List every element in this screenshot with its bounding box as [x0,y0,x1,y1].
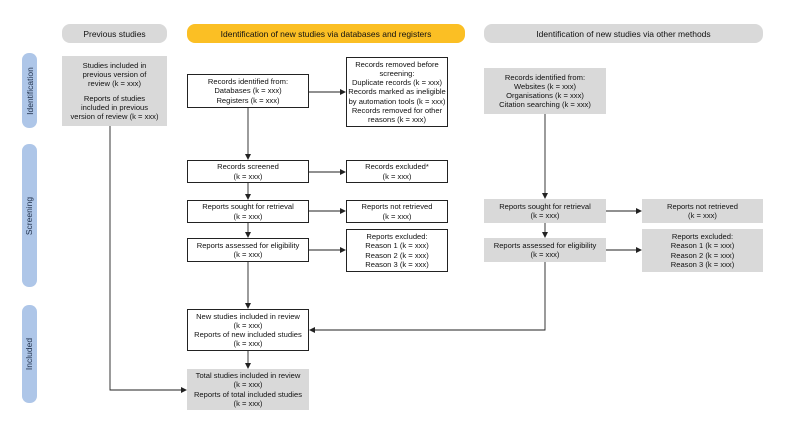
records-identified-box: Records identified from: Databases (k = … [187,74,309,108]
header-databases-registers: Identification of new studies via databa… [187,24,465,43]
text-line: (k = xxx) [530,250,560,259]
text-line: (k = xxx) [233,398,263,408]
text-line: Databases (k = xxx) [214,86,282,96]
text-line: Records removed before [355,59,439,69]
text-line: (k = xxx) [233,211,263,221]
text-line: included in previous [80,102,149,112]
phase-screening: Screening [22,144,37,287]
text-line: (k = xxx) [233,250,263,259]
text-line: Citation searching (k = xxx) [499,100,591,110]
text-line: screening: [379,68,415,78]
text-line: Records screened [217,162,279,172]
total-studies-included-box: Total studies included in review (k = xx… [187,369,309,410]
text-line: Records identified from: [504,72,586,82]
text-line: Reason 2 (k = xxx) [670,250,735,260]
other-reports-assessed-box: Reports assessed for eligibility (k = xx… [484,238,606,262]
text-line: Reports not retrieved [667,201,738,211]
other-reports-excluded-box: Reports excluded: Reason 1 (k = xxx) Rea… [642,229,763,272]
text-line: Reports assessed for eligibility [196,240,300,250]
other-reports-not-retrieved-box: Reports not retrieved (k = xxx) [642,199,763,223]
new-studies-included-box: New studies included in review (k = xxx)… [187,309,309,351]
reports-not-retrieved-box: Reports not retrieved (k = xxx) [346,200,448,223]
text-line: (k = xxx) [233,339,263,349]
other-records-identified-box: Records identified from: Websites (k = x… [484,68,606,114]
text-line: Records removed for other [351,105,443,115]
phase-identification: Identification [22,53,37,128]
header-other-label: Identification of new studies via other … [536,28,711,39]
text-line: Registers (k = xxx) [216,95,280,105]
text-line: by automation tools (k = xxx) [348,96,446,106]
text-line: Records excluded* [365,162,429,172]
records-removed-box: Records removed before screening: Duplic… [346,57,448,127]
text-line: Reason 1 (k = xxx) [365,241,429,251]
text-line: Studies included in [82,60,147,70]
text-line: (k = xxx) [382,211,412,221]
text-line: Reason 1 (k = xxx) [670,241,735,251]
reports-sought-box: Reports sought for retrieval (k = xxx) [187,200,309,223]
previous-studies-box: Studies included in previous version of … [62,56,167,126]
text-line: Reason 3 (k = xxx) [670,259,735,269]
text-line: review (k = xxx) [88,79,141,89]
text-line: Reports of new included studies [194,330,302,339]
text-line: (k = xxx) [233,320,263,330]
reports-assessed-box: Reports assessed for eligibility (k = xx… [187,238,309,262]
header-databases-label: Identification of new studies via databa… [220,28,432,39]
text-line: Reason 3 (k = xxx) [365,259,429,269]
text-line: Reports of studies [83,93,146,103]
other-reports-sought-box: Reports sought for retrieval (k = xxx) [484,199,606,223]
text-line: reasons (k = xxx) [367,115,427,125]
reports-excluded-box: Reports excluded: Reason 1 (k = xxx) Rea… [346,229,448,272]
text-line: Reports sought for retrieval [202,202,294,212]
text-line: version of review (k = xxx) [70,112,159,121]
text-line: Records identified from: [207,77,289,87]
records-screened-box: Records screened (k = xxx) [187,160,309,183]
text-line: Reports excluded: [366,232,428,241]
text-line: previous version of [82,70,147,79]
text-line: Reason 2 (k = xxx) [365,250,429,260]
text-line: Reports excluded: [671,232,734,241]
text-line: Records marked as ineligible [348,87,446,97]
arrow-other-assessed-to-new-included [309,262,546,333]
header-previous-label: Previous studies [83,28,146,39]
text-line: Reports assessed for eligibility [493,240,597,250]
arrow-previous-to-total [109,126,187,393]
text-line: New studies included in review [196,311,300,321]
text-line: (k = xxx) [233,171,263,181]
text-line: (k = xxx) [530,211,560,220]
text-line: Total studies included in review [195,371,301,380]
text-line: Duplicate records (k = xxx) [351,78,443,88]
text-line: Reports not retrieved [361,202,433,212]
phase-included: Included [22,305,37,403]
header-other-methods: Identification of new studies via other … [484,24,763,43]
text-line: (k = xxx) [233,380,263,390]
text-line: Reports sought for retrieval [499,201,591,211]
text-line: Reports of total included studies [193,389,303,399]
records-excluded-box: Records excluded* (k = xxx) [346,160,448,183]
header-previous-studies: Previous studies [62,24,167,43]
text-line: Organisations (k = xxx) [506,91,584,100]
text-line: (k = xxx) [688,211,717,220]
text-line: Websites (k = xxx) [513,81,577,91]
text-line: (k = xxx) [382,171,412,181]
